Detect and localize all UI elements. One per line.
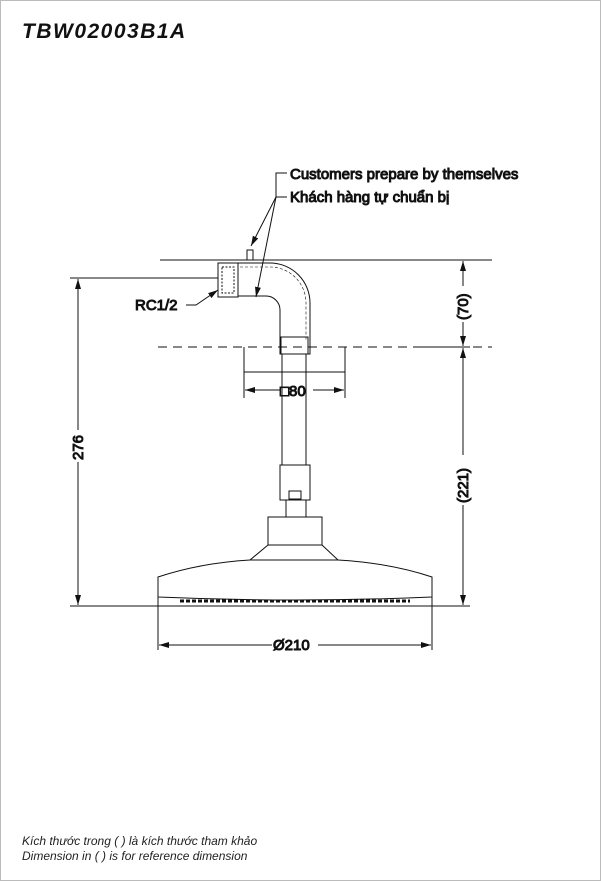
model-title: TBW02003B1A — [22, 20, 187, 43]
height-bottom-dimension: (221) — [455, 468, 472, 503]
footnote-en: Dimension in ( ) is for reference dimens… — [22, 849, 248, 863]
shower-head — [157, 559, 433, 603]
canopy-flange — [243, 347, 346, 373]
customer-note-vi: Khách hàng tự chuẩn bị — [290, 189, 449, 206]
footnote-vi: Kích thước trong ( ) là kích thước tham … — [22, 834, 258, 848]
diameter-dimension: Ø210 — [273, 637, 310, 654]
height-total-dimension: 276 — [70, 435, 87, 460]
height-top-dimension: (70) — [455, 293, 472, 320]
elbow-pipe — [217, 249, 311, 355]
shower-arm — [248, 354, 340, 561]
flange-dimension: □80 — [280, 383, 306, 400]
customer-note-en: Customers prepare by themselves — [290, 166, 518, 183]
thread-label: RC1/2 — [135, 297, 178, 314]
